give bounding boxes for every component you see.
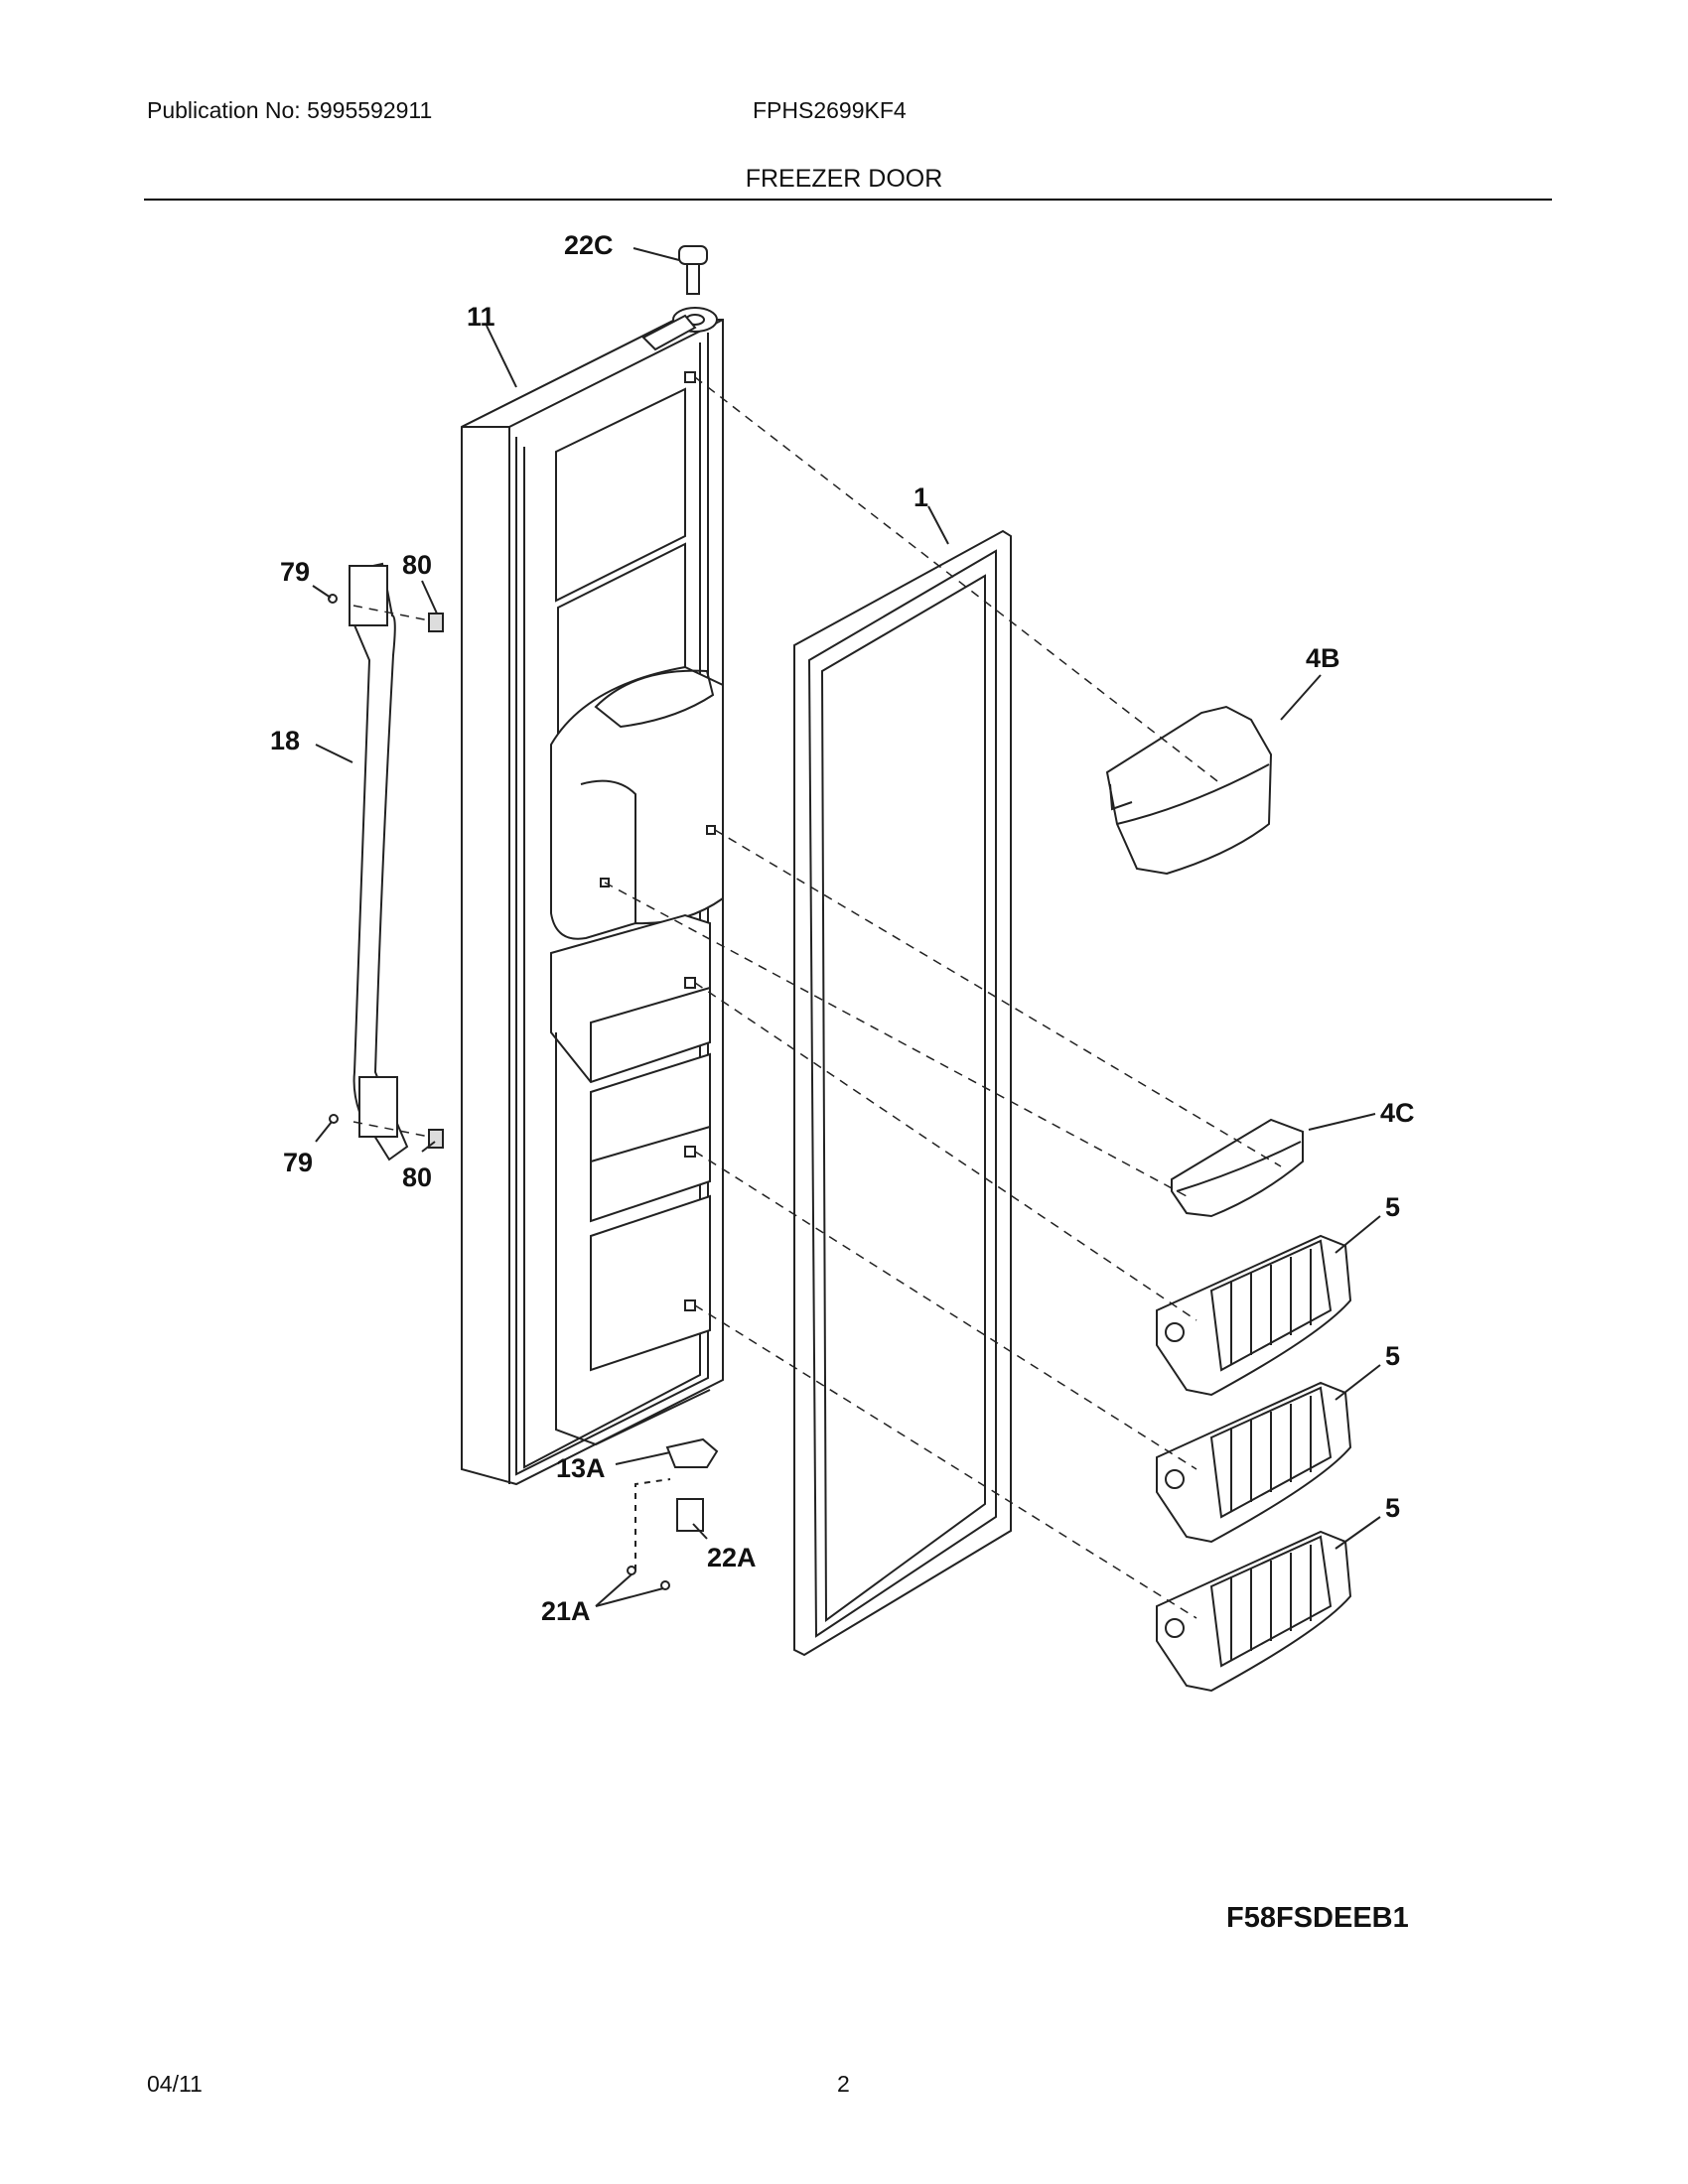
door-gasket-part	[793, 529, 1012, 1657]
callout-5-third: 5	[1385, 1493, 1400, 1523]
callout-13a: 13A	[556, 1453, 606, 1483]
wire-basket-2-part	[1156, 1381, 1352, 1544]
callout-4b: 4B	[1306, 643, 1340, 673]
callout-5-second: 5	[1385, 1341, 1400, 1371]
callout-80-bottom: 80	[402, 1162, 432, 1192]
callout-11: 11	[467, 302, 495, 332]
callout-22c: 22C	[564, 230, 614, 260]
callout-80-top: 80	[402, 550, 432, 580]
door-liner-part	[461, 307, 724, 1486]
callout-5-first: 5	[1385, 1192, 1400, 1222]
diagram-code: F58FSDEEB1	[1226, 1902, 1409, 1934]
footer-date: 04/11	[147, 2071, 203, 2097]
wire-basket-3-part	[1156, 1530, 1352, 1693]
callout-18: 18	[270, 726, 300, 755]
callout-1: 1	[914, 482, 928, 512]
callout-21a: 21A	[541, 1596, 591, 1626]
callout-79-bottom: 79	[283, 1148, 313, 1177]
header-rule	[144, 199, 1552, 201]
section-title: FREEZER DOOR	[745, 165, 943, 193]
top-hinge-bushing-part	[678, 245, 708, 295]
door-handle-part	[348, 562, 409, 1161]
bottom-hinge-parts	[627, 1437, 719, 1590]
model-number: FPHS2699KF4	[753, 97, 907, 123]
publication-number: Publication No: 5995592911	[147, 97, 433, 123]
wire-basket-1-part	[1156, 1234, 1352, 1397]
door-bin-4c-part	[1171, 1118, 1304, 1218]
leader-lines	[312, 247, 1381, 1607]
callout-22a: 22A	[707, 1543, 757, 1572]
handle-screws	[328, 594, 444, 1149]
callout-4c: 4C	[1380, 1098, 1415, 1128]
alignment-lines	[352, 376, 1282, 1619]
callout-79-top: 79	[280, 557, 310, 587]
door-bin-4b-part	[1105, 705, 1273, 876]
page-number: 2	[837, 2071, 850, 2097]
